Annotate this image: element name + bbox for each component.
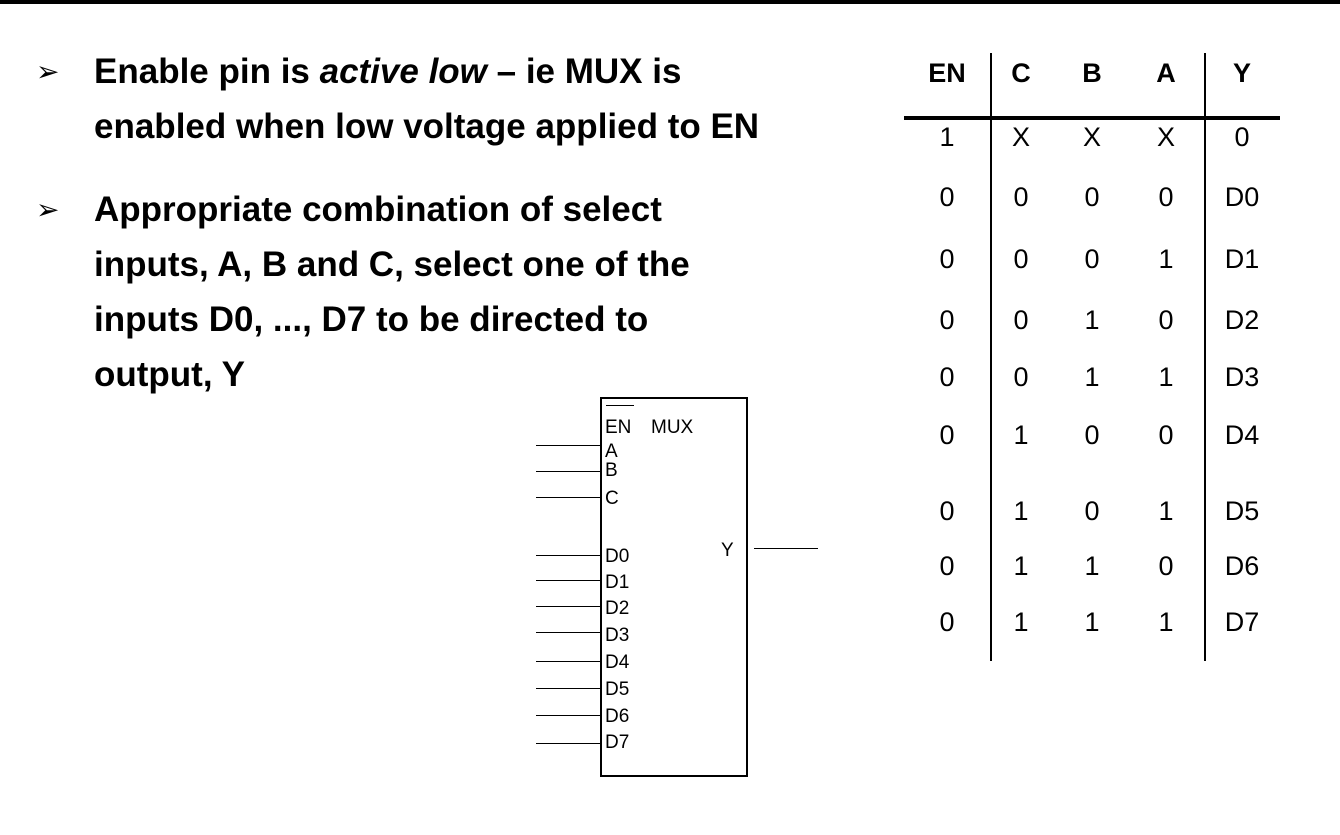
wire-d7 [536, 743, 600, 744]
table-cell-c: 1 [1013, 551, 1029, 581]
bullet-text: Enable pin is [94, 52, 320, 91]
table-cell-a: 1 [1158, 496, 1174, 526]
table-cell-b: 0 [1084, 496, 1100, 526]
table-header-rule [904, 116, 1280, 120]
bullet-line: inputs D0, ..., D7 to be directed to [94, 300, 649, 339]
mux-title: MUX [651, 417, 694, 438]
mux-block [600, 397, 748, 777]
table-cell-y: D4 [1224, 420, 1260, 450]
wire-a [536, 445, 600, 446]
table-cell-c: 1 [1013, 496, 1029, 526]
table-cell-en: 0 [939, 496, 955, 526]
bullet-list: ➢ Enable pin is active low – ie MUX is e… [36, 44, 866, 402]
pin-d2-label: D2 [605, 598, 630, 619]
table-header-y: Y [1232, 58, 1252, 88]
table-divider-y [1204, 53, 1206, 661]
table-header-c: C [1011, 58, 1031, 88]
table-divider-en [990, 53, 992, 661]
table-cell-en: 0 [939, 607, 955, 637]
bullet-line: inputs, A, B and C, select one of the [94, 245, 690, 284]
wire-d6 [536, 715, 600, 716]
table-header-b: B [1082, 58, 1102, 88]
wire-y [754, 548, 818, 549]
pin-d0-label: D0 [605, 546, 630, 567]
wire-d5 [536, 688, 600, 689]
table-cell-y: D7 [1224, 607, 1260, 637]
arrowhead-bullet-icon: ➢ [36, 194, 60, 225]
pin-y-label: Y [721, 540, 734, 561]
table-cell-a: 1 [1158, 607, 1174, 637]
bullet-line: Appropriate combination of select [94, 190, 662, 229]
table-cell-b: 0 [1084, 244, 1100, 274]
table-cell-y: D2 [1224, 305, 1260, 335]
bullet-line: enabled when low voltage applied to EN [94, 107, 760, 146]
table-cell-y: 0 [1234, 122, 1250, 152]
table-header-en: EN [928, 58, 966, 88]
table-cell-c: 1 [1013, 607, 1029, 637]
wire-d3 [536, 632, 600, 633]
wire-d0 [536, 555, 600, 556]
table-cell-en: 0 [939, 182, 955, 212]
table-cell-a: X [1156, 122, 1176, 152]
pin-d6-label: D6 [605, 706, 630, 727]
table-cell-b: 1 [1084, 551, 1100, 581]
bullet-select-inputs: ➢ Appropriate combination of select inpu… [36, 182, 866, 402]
pin-d1-label: D1 [605, 572, 630, 593]
table-cell-c: X [1011, 122, 1031, 152]
wire-c [536, 497, 600, 498]
table-cell-y: D3 [1224, 362, 1260, 392]
table-cell-a: 0 [1158, 420, 1174, 450]
table-cell-a: 1 [1158, 362, 1174, 392]
pin-d7-label: D7 [605, 732, 630, 753]
pin-d5-label: D5 [605, 679, 630, 700]
wire-d1 [536, 580, 600, 581]
table-cell-b: 1 [1084, 305, 1100, 335]
wire-b [536, 471, 600, 472]
table-header-a: A [1156, 58, 1176, 88]
bullet-line: Enable pin is active low – ie MUX is [94, 44, 866, 99]
table-cell-y: D0 [1224, 182, 1260, 212]
table-cell-b: 0 [1084, 420, 1100, 450]
table-cell-b: 1 [1084, 362, 1100, 392]
pin-a-label: A [605, 441, 618, 462]
table-cell-c: 0 [1013, 305, 1029, 335]
table-cell-c: 0 [1013, 362, 1029, 392]
table-cell-en: 0 [939, 420, 955, 450]
wire-d4 [536, 661, 600, 662]
bullet-text: – ie MUX is [486, 52, 682, 91]
pin-d3-label: D3 [605, 625, 630, 646]
table-cell-en: 0 [939, 305, 955, 335]
table-cell-c: 1 [1013, 420, 1029, 450]
table-cell-c: 0 [1013, 244, 1029, 274]
table-cell-a: 0 [1158, 551, 1174, 581]
bullet-line: output, Y [94, 355, 245, 394]
en-overbar [606, 405, 634, 406]
table-cell-b: 1 [1084, 607, 1100, 637]
bullet-enable-active-low: ➢ Enable pin is active low – ie MUX is e… [36, 44, 866, 154]
table-cell-a: 0 [1158, 305, 1174, 335]
pin-d4-label: D4 [605, 652, 630, 673]
en-pin-label: EN [605, 417, 632, 438]
pin-b-label: B [605, 460, 618, 481]
table-cell-y: D6 [1224, 551, 1260, 581]
table-cell-a: 1 [1158, 244, 1174, 274]
table-cell-b: 0 [1084, 182, 1100, 212]
table-cell-en: 0 [939, 551, 955, 581]
table-cell-b: X [1082, 122, 1102, 152]
table-cell-en: 0 [939, 362, 955, 392]
arrowhead-bullet-icon: ➢ [36, 56, 60, 87]
pin-c-label: C [605, 488, 619, 509]
table-cell-en: 1 [939, 122, 955, 152]
table-cell-c: 0 [1013, 182, 1029, 212]
table-cell-en: 0 [939, 244, 955, 274]
table-cell-y: D5 [1224, 496, 1260, 526]
table-cell-a: 0 [1158, 182, 1174, 212]
table-cell-y: D1 [1224, 244, 1260, 274]
top-rule [0, 0, 1340, 4]
wire-d2 [536, 606, 600, 607]
emphasis-text: active low [319, 52, 487, 91]
